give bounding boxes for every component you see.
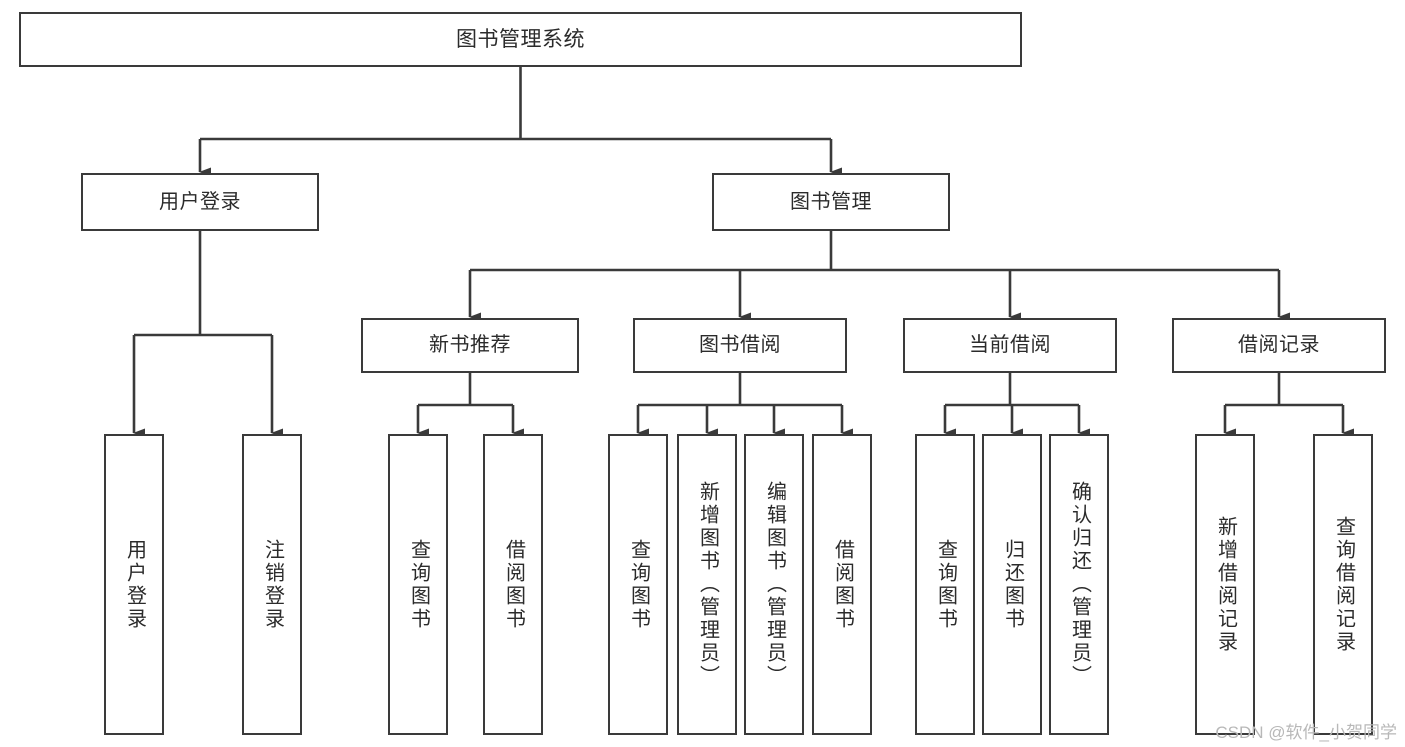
node-leaf-rec-add[interactable]: 新增借阅记录 <box>1195 434 1255 735</box>
node-borrow[interactable]: 图书借阅 <box>633 318 847 373</box>
node-label: 新书推荐 <box>429 334 511 357</box>
node-label: 当前借阅 <box>969 334 1051 357</box>
node-label: 查询图书 <box>407 538 430 631</box>
node-label: 注销登录 <box>261 538 284 631</box>
node-label: 借阅图书 <box>502 538 525 631</box>
node-label: 编辑图书（管理员） <box>763 481 786 688</box>
node-bookmgmt[interactable]: 图书管理 <box>712 173 950 231</box>
node-label: 新增借阅记录 <box>1214 515 1237 654</box>
node-leaf-bq-edit[interactable]: 编辑图书（管理员） <box>744 434 804 735</box>
node-leaf-user-logout[interactable]: 注销登录 <box>242 434 302 735</box>
node-label: 用户登录 <box>159 190 241 213</box>
node-label: 图书管理 <box>790 190 872 213</box>
node-label: 用户登录 <box>123 538 146 631</box>
node-label: 图书管理系统 <box>456 27 585 51</box>
node-leaf-new-query[interactable]: 查询图书 <box>388 434 448 735</box>
node-leaf-cur-return[interactable]: 归还图书 <box>982 434 1042 735</box>
node-records[interactable]: 借阅记录 <box>1172 318 1386 373</box>
node-label: 借阅图书 <box>831 538 854 631</box>
node-label: 查询借阅记录 <box>1332 515 1355 654</box>
node-leaf-cur-confirm[interactable]: 确认归还（管理员） <box>1049 434 1109 735</box>
node-label: 归还图书 <box>1001 538 1024 631</box>
node-leaf-bq-query[interactable]: 查询图书 <box>608 434 668 735</box>
node-label: 确认归还（管理员） <box>1068 481 1091 688</box>
node-label: 借阅记录 <box>1238 334 1320 357</box>
node-label: 查询图书 <box>627 538 650 631</box>
node-login[interactable]: 用户登录 <box>81 173 319 231</box>
node-leaf-new-borrow[interactable]: 借阅图书 <box>483 434 543 735</box>
node-leaf-user-login[interactable]: 用户登录 <box>104 434 164 735</box>
node-newbook[interactable]: 新书推荐 <box>361 318 579 373</box>
node-label: 查询图书 <box>934 538 957 631</box>
node-current[interactable]: 当前借阅 <box>903 318 1117 373</box>
node-leaf-cur-query[interactable]: 查询图书 <box>915 434 975 735</box>
node-leaf-bq-add[interactable]: 新增图书（管理员） <box>677 434 737 735</box>
node-label: 新增图书（管理员） <box>696 481 719 688</box>
node-label: 图书借阅 <box>699 334 781 357</box>
node-root[interactable]: 图书管理系统 <box>19 12 1022 67</box>
node-leaf-bq-borrow[interactable]: 借阅图书 <box>812 434 872 735</box>
node-leaf-rec-query[interactable]: 查询借阅记录 <box>1313 434 1373 735</box>
